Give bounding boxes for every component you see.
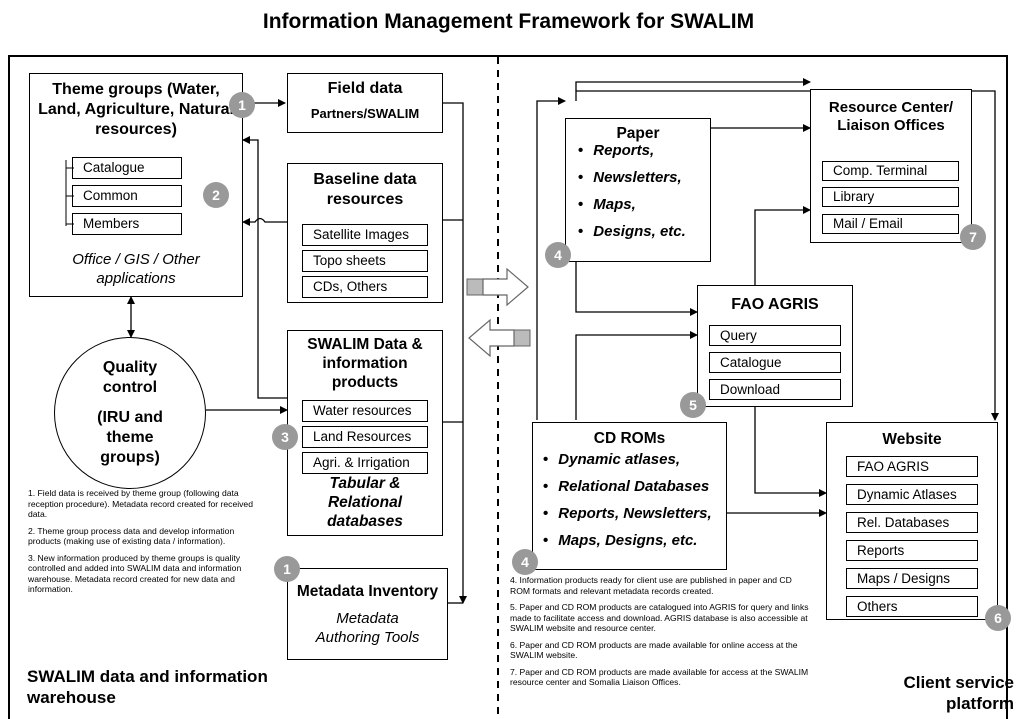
baseline-title: Baseline data resources bbox=[313, 171, 417, 208]
cdrom-item-atlases: Dynamic atlases, bbox=[543, 451, 726, 468]
note-5: 5. Paper and CD ROM products are catalog… bbox=[510, 602, 809, 633]
baseline-item-cds: CDs, Others bbox=[302, 276, 428, 298]
note-3: 3. New information produced by theme gro… bbox=[28, 552, 242, 595]
badge-2: 2 bbox=[203, 182, 229, 208]
flow-right-arrow bbox=[466, 267, 529, 307]
paper-box: Paper Reports, Newsletters, Maps, Design… bbox=[565, 118, 711, 262]
agris-item-query: Query bbox=[709, 325, 841, 346]
diagram-frame bbox=[8, 55, 1008, 719]
theme-items-bracket bbox=[65, 160, 74, 226]
note-4: 4. Information products ready for client… bbox=[510, 575, 792, 596]
cdroms-box: CD ROMs Dynamic atlases, Relational Data… bbox=[532, 422, 727, 570]
product-item-land: Land Resources bbox=[302, 426, 428, 448]
website-item-atlases: Dynamic Atlases bbox=[846, 484, 978, 505]
products-title: SWALIM Data & information products bbox=[307, 336, 423, 391]
products-footer: Tabular & Relational databases bbox=[327, 475, 403, 530]
theme-item-catalogue: Catalogue bbox=[72, 157, 182, 179]
theme-groups-title: Theme groups (Water, Land, Agriculture, … bbox=[38, 81, 234, 138]
quality-control-circle: Quality control (IRU and theme groups) bbox=[54, 337, 206, 489]
website-item-reports: Reports bbox=[846, 540, 978, 561]
note-6: 6. Paper and CD ROM products are made av… bbox=[510, 639, 798, 661]
resource-item-library: Library bbox=[822, 187, 959, 207]
quality-title: Quality control bbox=[102, 359, 158, 396]
cdroms-title: CD ROMs bbox=[593, 430, 666, 447]
theme-item-common: Common bbox=[72, 185, 182, 207]
website-item-agris: FAO AGRIS bbox=[846, 456, 978, 477]
note-1: 1. Field data is received by theme group… bbox=[28, 488, 253, 519]
website-title: Website bbox=[882, 431, 942, 448]
field-data-subtitle: Partners/SWALIM bbox=[310, 106, 420, 121]
website-item-databases: Rel. Databases bbox=[846, 512, 978, 533]
cdrom-item-reports: Reports, Newsletters, bbox=[543, 505, 726, 522]
badge-4-paper: 4 bbox=[545, 242, 571, 268]
left-notes: 1. Field data is received by theme group… bbox=[28, 488, 266, 601]
agris-item-catalogue: Catalogue bbox=[709, 352, 841, 373]
product-item-water: Water resources bbox=[302, 400, 428, 422]
badge-1: 1 bbox=[229, 92, 255, 118]
badge-7: 7 bbox=[960, 224, 986, 250]
paper-item-designs: Designs, etc. bbox=[578, 223, 710, 240]
metadata-box: Metadata Inventory Metadata Authoring To… bbox=[287, 568, 448, 660]
note-2: 2. Theme group process data and develop … bbox=[28, 525, 235, 547]
flow-left-arrow bbox=[468, 318, 531, 358]
agris-title: FAO AGRIS bbox=[731, 296, 819, 313]
metadata-title: Metadata Inventory bbox=[296, 583, 439, 600]
website-item-others: Others bbox=[846, 596, 978, 617]
left-section-label: SWALIM data and information warehouse bbox=[27, 667, 268, 707]
paper-title: Paper bbox=[616, 125, 660, 142]
note-7: 7. Paper and CD ROM products are made av… bbox=[510, 666, 809, 688]
baseline-item-satellite: Satellite Images bbox=[302, 224, 428, 246]
product-item-agri: Agri. & Irrigation bbox=[302, 452, 428, 474]
paper-item-newsletters: Newsletters, bbox=[578, 169, 710, 186]
badge-6: 6 bbox=[985, 605, 1011, 631]
cdrom-item-maps: Maps, Designs, etc. bbox=[543, 532, 726, 549]
resource-item-terminal: Comp. Terminal bbox=[822, 161, 959, 181]
website-item-maps: Maps / Designs bbox=[846, 568, 978, 589]
metadata-subtitle: Metadata Authoring Tools bbox=[315, 610, 420, 646]
quality-subtitle: (IRU and theme groups) bbox=[97, 409, 163, 466]
resource-item-mail: Mail / Email bbox=[822, 214, 959, 234]
cdrom-item-databases: Relational Databases bbox=[543, 478, 726, 495]
theme-item-members: Members bbox=[72, 213, 182, 235]
resource-center-title: Resource Center/ Liaison Offices bbox=[828, 99, 954, 134]
field-data-title: Field data bbox=[327, 80, 403, 97]
paper-item-reports: Reports, bbox=[578, 142, 710, 159]
theme-groups-footer: Office / GIS / Other applications bbox=[72, 251, 200, 287]
badge-4-cdrom: 4 bbox=[512, 549, 538, 575]
right-notes: 4. Information products ready for client… bbox=[510, 575, 812, 694]
badge-5: 5 bbox=[680, 392, 706, 418]
baseline-item-topo: Topo sheets bbox=[302, 250, 428, 272]
badge-3: 3 bbox=[272, 424, 298, 450]
badge-1-metadata: 1 bbox=[274, 556, 300, 582]
page-title: Information Management Framework for SWA… bbox=[262, 10, 755, 33]
field-data-box: Field data Partners/SWALIM bbox=[287, 73, 443, 133]
paper-item-maps: Maps, bbox=[578, 196, 710, 213]
agris-item-download: Download bbox=[709, 379, 841, 400]
right-section-label: Client service platform bbox=[903, 673, 1014, 713]
